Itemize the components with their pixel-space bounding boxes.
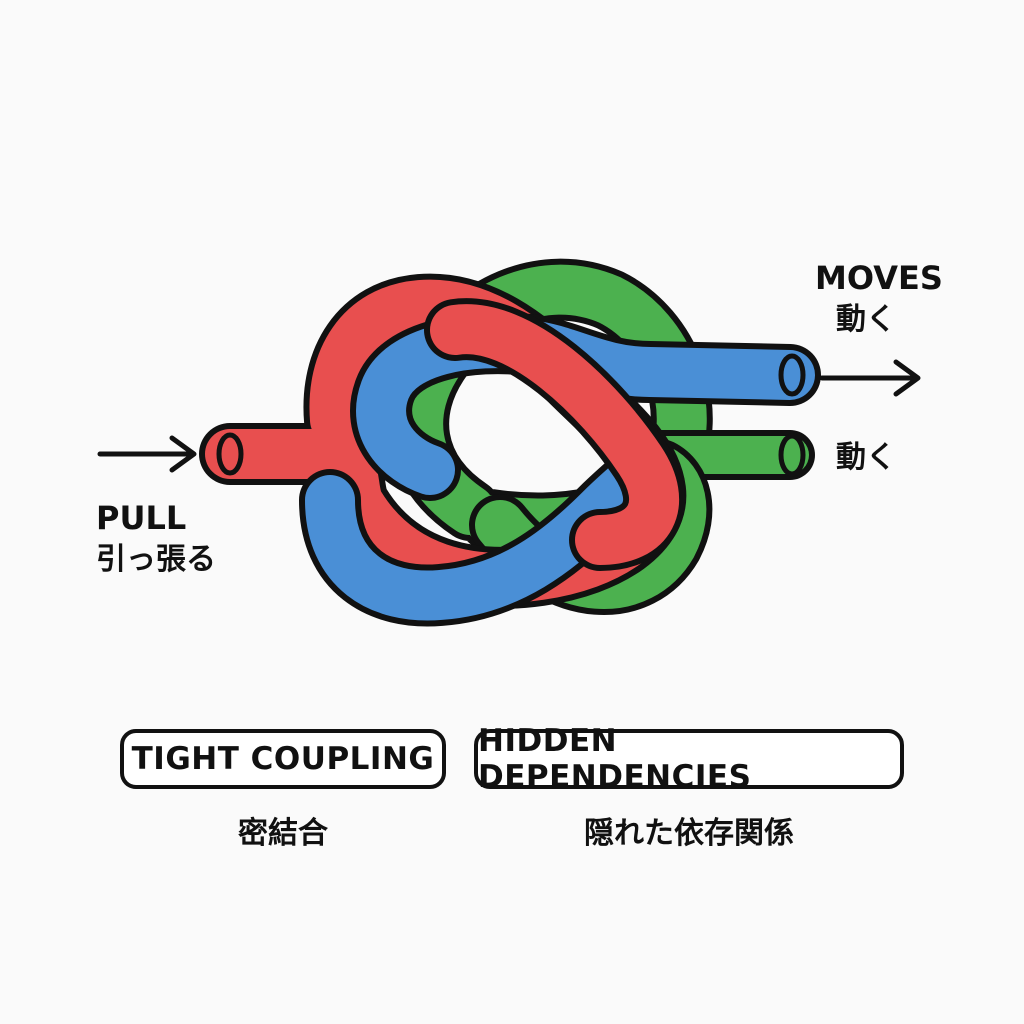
moves-label-ja-2: 動く	[836, 440, 896, 475]
moves-label: MOVES	[815, 259, 943, 297]
tight-coupling-label: TIGHT COUPLING	[131, 741, 435, 777]
moves-arrow	[819, 359, 921, 397]
hidden-dependencies-label: HIDDEN DEPENDENCIES	[478, 723, 752, 795]
pull-arrow	[97, 435, 197, 473]
pull-label-ja: 引っ張る	[96, 542, 216, 577]
red-overcross	[424, 298, 686, 571]
moves-label-ja: 動く	[836, 302, 896, 337]
hidden-dependencies-sub: 隠れた依存関係	[584, 816, 794, 851]
tight-coupling-badge: TIGHT COUPLING	[120, 729, 446, 789]
pull-label: PULL	[96, 499, 187, 537]
tight-coupling-sub: 密結合	[238, 816, 328, 851]
hidden-dependencies-badge: HIDDEN DEPENDENCIES	[474, 723, 904, 795]
